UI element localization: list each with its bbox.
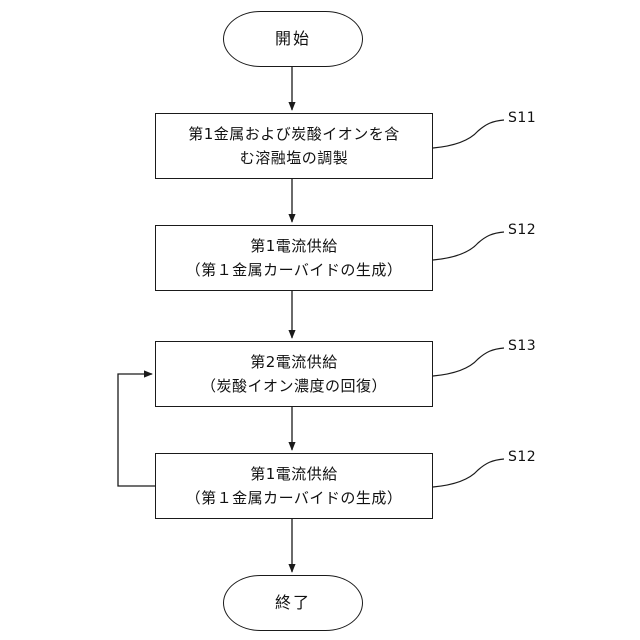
step-s11-line1: 第1金属および炭酸イオンを含 bbox=[188, 122, 400, 146]
step-s12-line2: （第１金属カーバイドの生成） bbox=[186, 258, 403, 282]
step-label-s12b: S12 bbox=[508, 449, 536, 465]
step-s13-box: 第2電流供給 （炭酸イオン濃度の回復） bbox=[155, 341, 433, 407]
step-label-s12: S12 bbox=[508, 222, 536, 238]
step-s11-box: 第1金属および炭酸イオンを含 む溶融塩の調製 bbox=[155, 113, 433, 179]
step-label-s11: S11 bbox=[508, 110, 536, 126]
loop-back-arrow bbox=[118, 374, 155, 486]
step-s12-line1: 第1電流供給 bbox=[250, 234, 338, 258]
end-label: 終了 bbox=[275, 591, 311, 615]
step-s12-box: 第1電流供給 （第１金属カーバイドの生成） bbox=[155, 225, 433, 291]
step-s12b-line1: 第1電流供給 bbox=[250, 462, 338, 486]
leader-s12b bbox=[433, 459, 504, 487]
step-s13-line2: （炭酸イオン濃度の回復） bbox=[201, 374, 387, 398]
start-terminal: 開始 bbox=[223, 11, 363, 67]
start-label: 開始 bbox=[275, 27, 311, 51]
leader-s13 bbox=[433, 348, 504, 376]
step-label-s13: S13 bbox=[508, 338, 536, 354]
step-s12b-box: 第1電流供給 （第１金属カーバイドの生成） bbox=[155, 453, 433, 519]
leader-s11 bbox=[433, 120, 504, 148]
step-s13-line1: 第2電流供給 bbox=[250, 350, 338, 374]
step-s11-line2: む溶融塩の調製 bbox=[240, 146, 349, 170]
step-s12b-line2: （第１金属カーバイドの生成） bbox=[186, 486, 403, 510]
end-terminal: 終了 bbox=[223, 575, 363, 631]
leader-s12 bbox=[433, 232, 504, 260]
